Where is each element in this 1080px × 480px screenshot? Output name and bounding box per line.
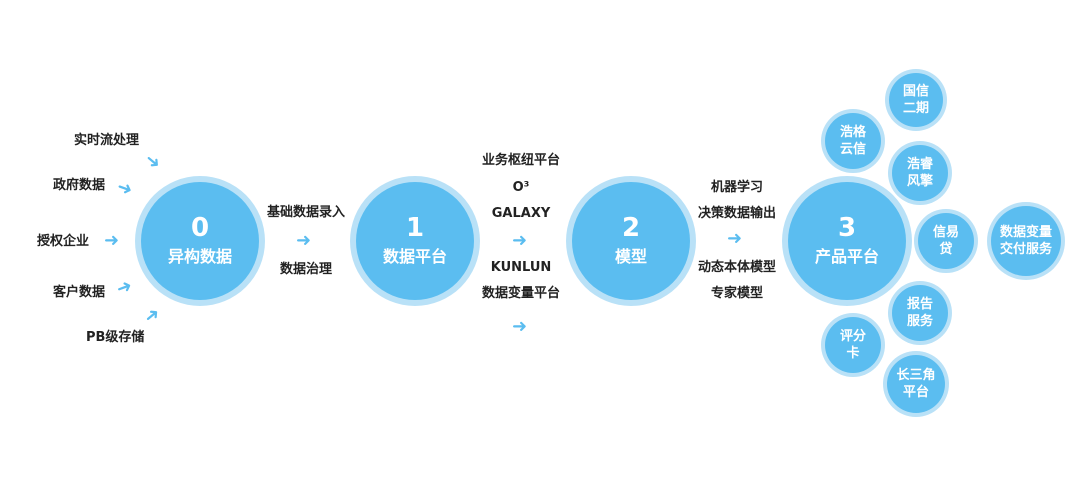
step12-line1: 业务枢纽平台 xyxy=(481,153,561,168)
arrow-icon: ➜ xyxy=(512,316,528,337)
product-xinyi: 信易 贷 xyxy=(918,213,974,269)
stage-0-number: 0 xyxy=(190,213,210,243)
step12-line2: O³ xyxy=(512,180,530,195)
stage-1-number: 1 xyxy=(405,213,425,243)
product-guoxin: 国信 二期 xyxy=(889,73,943,127)
source-customer: 客户数据 xyxy=(53,285,106,300)
stage-3-circle: 3 产品平台 xyxy=(788,182,906,300)
arrow-icon: ➜ xyxy=(104,230,120,251)
stage-2-number: 2 xyxy=(621,213,641,243)
stage-2-name: 模型 xyxy=(614,247,647,266)
product-haorui: 浩睿 风擎 xyxy=(892,145,948,201)
product-bianliang: 数据变量 交付服务 xyxy=(991,206,1061,276)
step01-top: 基础数据录入 xyxy=(266,205,346,220)
step12-line5: 数据变量平台 xyxy=(481,286,561,301)
source-gov: 政府数据 xyxy=(53,178,106,193)
product-baogao: 报告 服务 xyxy=(892,285,948,341)
stage-3-name: 产品平台 xyxy=(814,247,879,266)
arrow-icon: ➜ xyxy=(512,230,528,251)
arrow-icon: ➜ xyxy=(113,275,136,300)
arrow-icon: ➜ xyxy=(296,230,312,251)
product-pingfen: 评分 卡 xyxy=(825,317,881,373)
step23-line3: 动态本体模型 xyxy=(697,260,777,275)
product-haoge: 浩格 云信 xyxy=(825,113,881,169)
source-realtime: 实时流处理 xyxy=(74,133,140,148)
stage-1-circle: 1 数据平台 xyxy=(356,182,474,300)
step12-line4: KUNLUN xyxy=(490,260,552,275)
source-pb: PB级存储 xyxy=(86,330,145,345)
step23-line4: 专家模型 xyxy=(710,286,764,301)
stage-2-circle: 2 模型 xyxy=(572,182,690,300)
stage-0-name: 异构数据 xyxy=(167,247,232,266)
step23-line2: 决策数据输出 xyxy=(697,206,777,221)
arrow-icon: ➜ xyxy=(114,176,136,201)
step12-line3: GALAXY xyxy=(491,206,551,221)
arrow-icon: ➜ xyxy=(139,302,165,329)
stage-1-name: 数据平台 xyxy=(382,247,447,266)
product-sanjiao: 长三角 平台 xyxy=(887,355,945,413)
source-auth: 授权企业 xyxy=(37,234,90,249)
step01-bottom: 数据治理 xyxy=(279,262,333,277)
arrow-icon: ➜ xyxy=(140,148,166,175)
step23-line1: 机器学习 xyxy=(710,180,764,195)
stage-3-number: 3 xyxy=(837,213,857,243)
stage-0-circle: 0 异构数据 xyxy=(141,182,259,300)
arrow-icon: ➜ xyxy=(727,228,743,249)
